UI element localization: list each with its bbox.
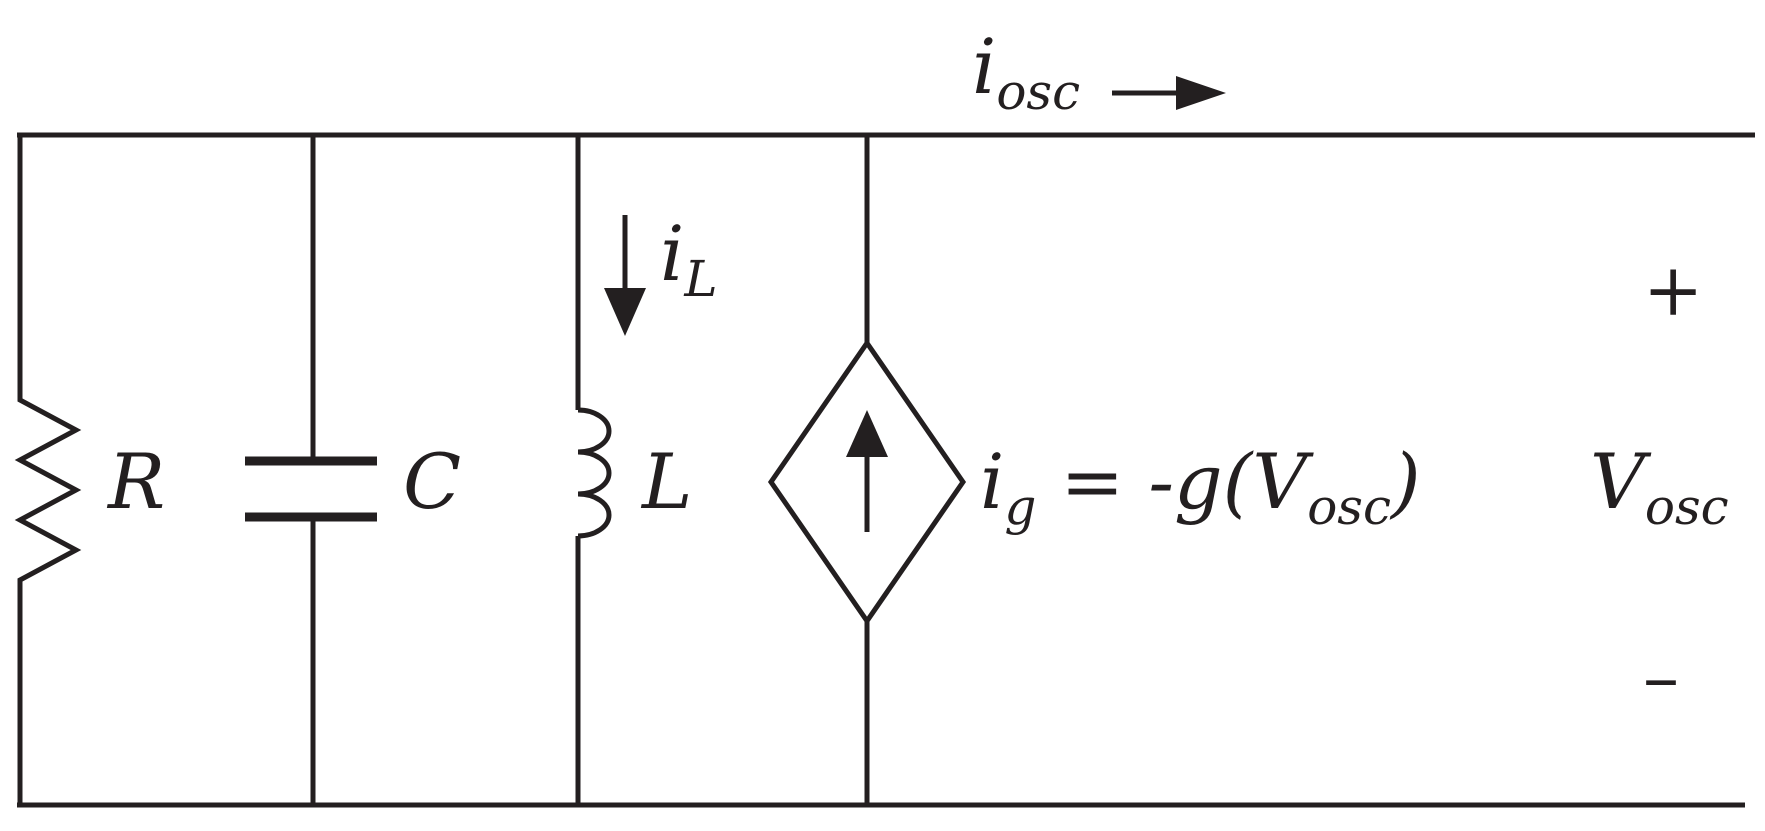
inductor-current-arrow [604, 215, 646, 336]
output-voltage-label: Vosc [1590, 437, 1729, 536]
capacitor-branch [245, 135, 377, 805]
inductor-branch [575, 135, 612, 805]
inductor-symbol [577, 407, 612, 539]
capacitor-label: C [403, 437, 461, 526]
resistor-symbol [14, 135, 82, 805]
source-arrow-head [846, 410, 888, 457]
output-current-label: iosc [972, 22, 1080, 121]
dependent-source-branch [767, 135, 967, 805]
inductor-current-label: iL [660, 209, 718, 308]
source-equation: ig = -g(Vosc) [980, 437, 1421, 536]
inductor-label: L [640, 437, 692, 526]
minus-sign: – [1643, 635, 1679, 719]
resistor-label: R [106, 437, 165, 526]
resistor-branch [14, 135, 82, 805]
plus-sign: + [1643, 248, 1703, 332]
output-current-arrow [1112, 76, 1226, 110]
